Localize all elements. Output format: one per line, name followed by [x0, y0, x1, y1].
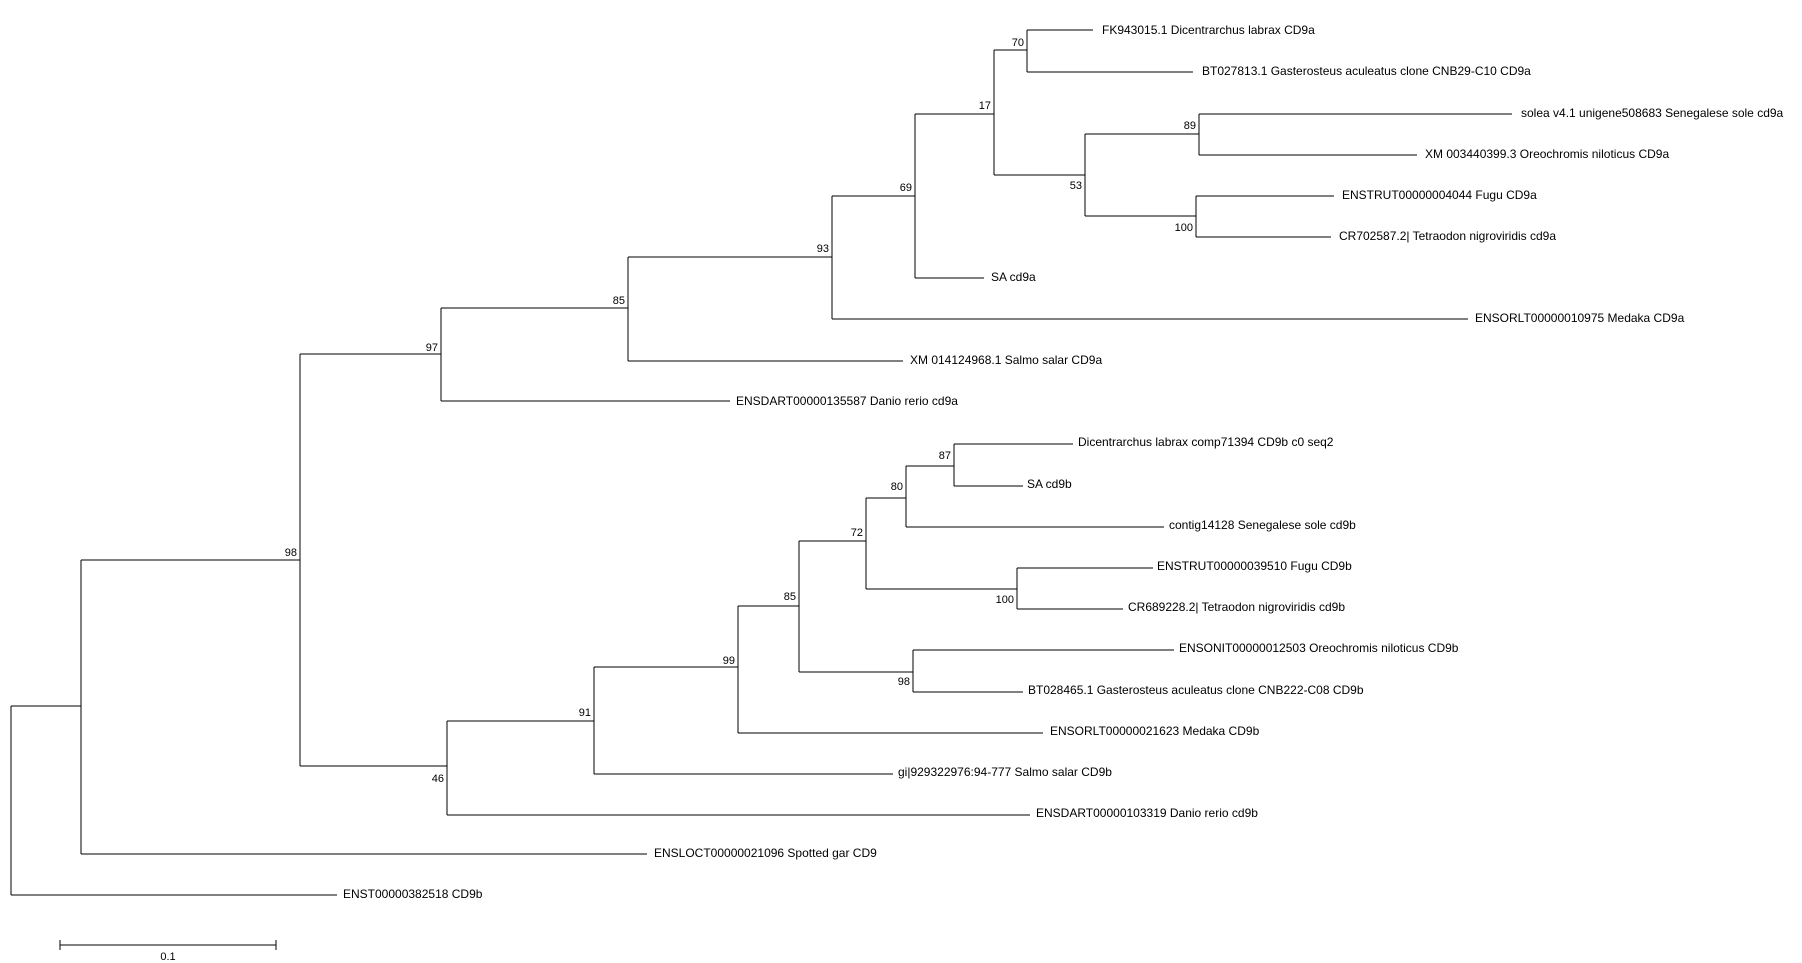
leaf-label-ensloct21096: ENSLOCT00000021096 Spotted gar CD9: [654, 846, 877, 860]
bootstrap-value: 46: [432, 773, 444, 785]
leaf-label-ensonit12503: ENSONIT00000012503 Oreochromis niloticus…: [1179, 641, 1459, 655]
bootstrap-value: 93: [817, 243, 829, 255]
bootstrap-value: 72: [851, 527, 863, 539]
bootstrap-value: 85: [784, 591, 796, 603]
bootstrap-value: 89: [1184, 120, 1196, 132]
leaf-label-enstrut4044: ENSTRUT00000004044 Fugu CD9a: [1342, 188, 1537, 202]
scale-bar-label: 0.1: [160, 951, 175, 963]
bootstrap-value: 91: [579, 707, 591, 719]
leaf-label-bt028465: BT028465.1 Gasterosteus aculeatus clone …: [1028, 683, 1364, 697]
leaf-label-xm014124968: XM 014124968.1 Salmo salar CD9a: [910, 353, 1102, 367]
bootstrap-value: 17: [979, 100, 991, 112]
leaf-label-ensdart103319: ENSDART00000103319 Danio rerio cd9b: [1036, 806, 1258, 820]
leaf-label-contig14128: contig14128 Senegalese sole cd9b: [1169, 518, 1356, 532]
bootstrap-value: 98: [898, 676, 910, 688]
bootstrap-value: 69: [900, 182, 912, 194]
bootstrap-value: 99: [723, 655, 735, 667]
leaf-label-ensdart135587: ENSDART00000135587 Danio rerio cd9a: [736, 394, 958, 408]
bootstrap-value: 97: [426, 342, 438, 354]
leaf-label-enst382518: ENST00000382518 CD9b: [343, 887, 483, 901]
leaf-label-sa-cd9a: SA cd9a: [991, 270, 1036, 284]
leaf-label-solea: solea v4.1 unigene508683 Senegalese sole…: [1521, 106, 1784, 120]
leaf-labels: FK943015.1 Dicentrarchus labrax CD9a BT0…: [343, 23, 1784, 901]
leaf-label-sa-cd9b: SA cd9b: [1027, 477, 1072, 491]
leaf-label-enstrut39510: ENSTRUT00000039510 Fugu CD9b: [1157, 559, 1352, 573]
leaf-label-ensorlt21623: ENSORLT00000021623 Medaka CD9b: [1050, 724, 1260, 738]
leaf-label-cr702587: CR702587.2| Tetraodon nigroviridis cd9a: [1339, 229, 1556, 243]
scale-bar: 0.1: [59, 940, 277, 963]
bootstrap-value: 98: [285, 547, 297, 559]
bootstrap-value: 87: [939, 450, 951, 462]
leaf-label-cr689228: CR689228.2| Tetraodon nigroviridis cd9b: [1128, 600, 1345, 614]
tree-branches: [10, 29, 1512, 896]
leaf-label-gi929322976: gi|929322976:94-777 Salmo salar CD9b: [898, 765, 1112, 779]
bootstrap-value: 85: [613, 295, 625, 307]
leaf-label-xm003440399: XM 003440399.3 Oreochromis niloticus CD9…: [1425, 147, 1669, 161]
bootstrap-value: 53: [1070, 180, 1082, 192]
bootstrap-value: 80: [891, 481, 903, 493]
leaf-label-bt027813: BT027813.1 Gasterosteus aculeatus clone …: [1202, 64, 1531, 78]
leaf-label-fk943015: FK943015.1 Dicentrarchus labrax CD9a: [1102, 23, 1315, 37]
leaf-label-ensorlt10975: ENSORLT00000010975 Medaka CD9a: [1475, 311, 1685, 325]
bootstrap-value: 100: [996, 594, 1014, 606]
bootstrap-value: 70: [1012, 37, 1024, 49]
leaf-label-dl-comp71394: Dicentrarchus labrax comp71394 CD9b c0 s…: [1078, 435, 1334, 449]
bootstrap-values: 70 17 89 53 100 69 93 85 97 98 87 80 72 …: [285, 37, 1196, 785]
bootstrap-value: 100: [1175, 222, 1193, 234]
